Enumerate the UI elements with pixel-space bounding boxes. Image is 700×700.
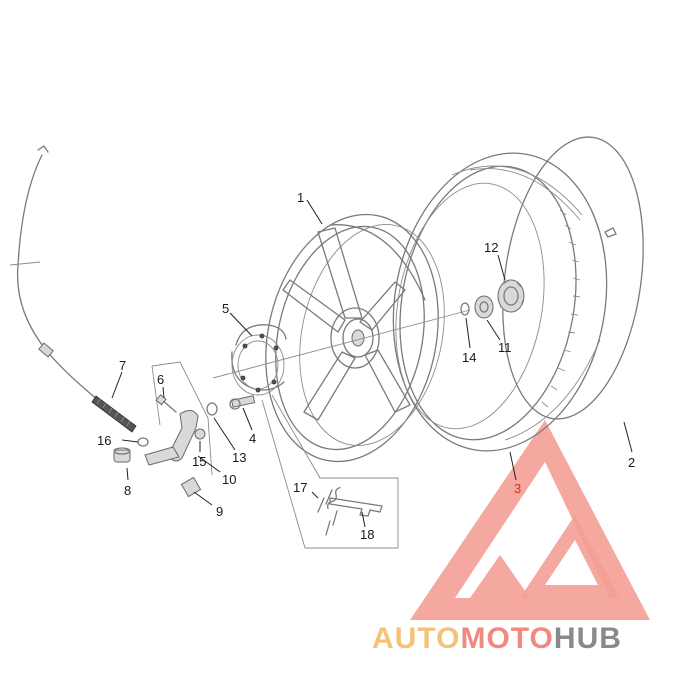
- brake-cable: [9, 145, 137, 433]
- brake-shoes: [231, 324, 287, 396]
- inner-tube: [502, 136, 644, 420]
- watermark-logo-icon: [410, 420, 650, 620]
- callout-8: 8: [124, 483, 131, 498]
- callout-14: 14: [462, 350, 476, 365]
- brake-springs: [317, 486, 341, 536]
- callout-3: 3: [514, 481, 521, 496]
- callout-4: 4: [249, 431, 256, 446]
- callout-10: 10: [222, 472, 236, 487]
- callout-9: 9: [216, 504, 223, 519]
- tyre: [392, 152, 608, 452]
- callout-12: 12: [484, 240, 498, 255]
- leader-lines: [111, 199, 633, 528]
- bolt: [155, 394, 177, 413]
- callout-labels: 1 2 3 4 5 6 7 8 9 10 11 12 13 14 15 16 1…: [97, 190, 635, 542]
- callout-2: 2: [628, 455, 635, 470]
- watermark-auto: AUTO: [372, 622, 460, 655]
- hub-drive-part: [497, 279, 525, 313]
- wheel-rim: [265, 213, 445, 463]
- callout-7: 7: [119, 358, 126, 373]
- callout-17: 17: [293, 480, 307, 495]
- callout-1: 1: [297, 190, 304, 205]
- callout-18: 18: [360, 527, 374, 542]
- watermark-moto: MOTO: [460, 622, 553, 655]
- watermark-hub: HUB: [554, 622, 622, 655]
- brake-cam: [229, 395, 256, 410]
- watermark-wordmark: AUTOMOTOHUB: [372, 622, 622, 655]
- bearing: [474, 295, 494, 319]
- nut: [194, 428, 206, 440]
- lever-washer: [137, 437, 149, 447]
- callout-13: 13: [232, 450, 246, 465]
- callout-16: 16: [97, 433, 111, 448]
- callout-11: 11: [498, 340, 512, 355]
- bushing: [113, 447, 131, 463]
- brake-clip: [329, 497, 383, 517]
- adjuster-nut: [180, 476, 202, 498]
- brake-lever: [144, 410, 199, 466]
- callout-5: 5: [222, 301, 229, 316]
- cam-washer: [206, 402, 218, 416]
- callout-15: 15: [192, 454, 206, 469]
- callout-6: 6: [157, 372, 164, 387]
- washer: [460, 302, 470, 316]
